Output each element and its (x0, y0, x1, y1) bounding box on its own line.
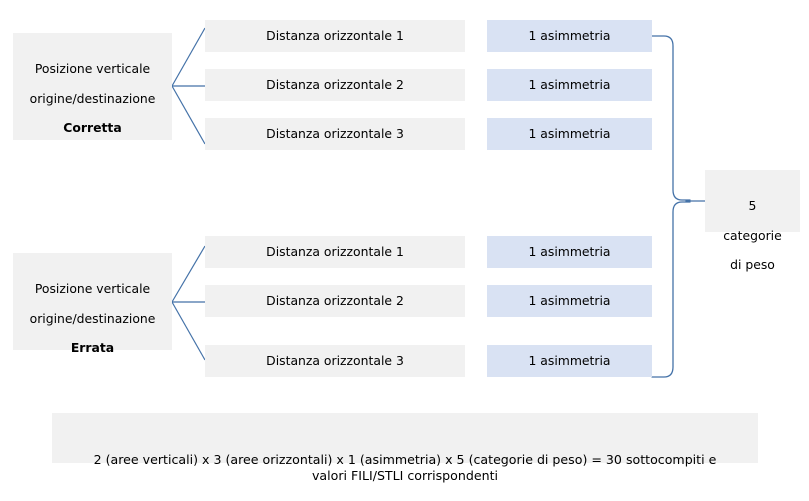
brace-upper-arm (651, 35, 691, 201)
horizontal-distance-box-2[interactable]: Distanza orizzontale 2 (205, 69, 465, 101)
weight-categories-line3: di peso (730, 256, 775, 272)
vertical-position-box-corretta[interactable]: Posizione verticale origine/destinazione… (13, 33, 172, 140)
asymmetry-box-1[interactable]: 1 asimmetria (487, 20, 652, 52)
horizontal-distance-box-3[interactable]: Distanza orizzontale 3 (205, 118, 465, 150)
brace-lower-arm (651, 201, 691, 378)
vertical-position-box-errata[interactable]: Posizione verticale origine/destinazione… (13, 253, 172, 355)
horizontal-distance-box-6[interactable]: Distanza orizzontale 3 (205, 345, 465, 377)
connector-errata-to-dist1 (171, 245, 206, 303)
vertical-position-line2: origine/destinazione (29, 90, 156, 106)
asymmetry-box-2[interactable]: 1 asimmetria (487, 69, 652, 101)
vertical-position-line2-errata: origine/destinazione (29, 310, 156, 326)
vertical-position-emphasis-errata: Errata (70, 339, 115, 355)
connector-errata-to-dist3 (171, 301, 206, 361)
weight-categories-box[interactable]: 5 categorie di peso (705, 170, 800, 272)
asymmetry-box-5[interactable]: 1 asimmetria (487, 285, 652, 317)
horizontal-distance-box-1[interactable]: Distanza orizzontale 1 (205, 20, 465, 52)
summary-caption-box: 2 (aree verticali) x 3 (aree orizzontali… (52, 413, 758, 483)
asymmetry-box-3[interactable]: 1 asimmetria (487, 118, 652, 150)
caption-line2: valori FILI/STLI corrispondenti (311, 468, 499, 484)
horizontal-distance-box-4[interactable]: Distanza orizzontale 1 (205, 236, 465, 268)
horizontal-distance-box-5[interactable]: Distanza orizzontale 2 (205, 285, 465, 317)
weight-categories-line1: 5 (748, 198, 757, 214)
vertical-position-line1: Posizione verticale (34, 61, 151, 77)
connector-corretta-to-dist1 (171, 27, 206, 87)
vertical-position-emphasis-corretta: Corretta (63, 119, 122, 135)
diagram-canvas: Posizione verticale origine/destinazione… (13, 20, 800, 484)
weight-categories-line2: categorie (723, 227, 782, 243)
vertical-position-line1-errata: Posizione verticale (34, 281, 151, 297)
asymmetry-box-6[interactable]: 1 asimmetria (487, 345, 652, 377)
caption-line1: 2 (aree verticali) x 3 (aree orizzontali… (93, 451, 717, 467)
asymmetry-box-4[interactable]: 1 asimmetria (487, 236, 652, 268)
connector-corretta-to-dist3 (171, 85, 206, 145)
